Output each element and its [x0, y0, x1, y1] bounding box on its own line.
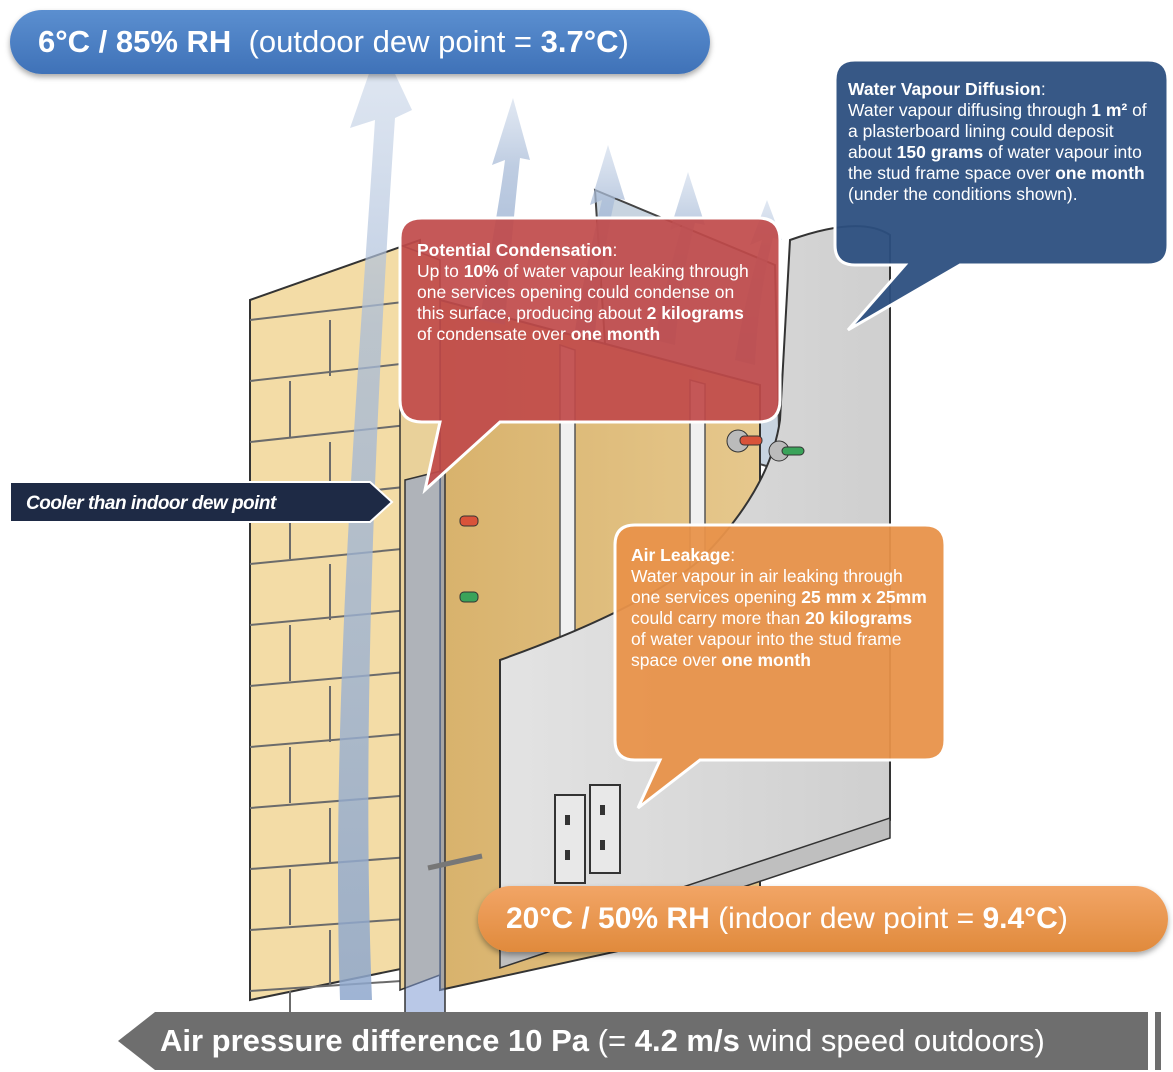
diffusion-text-4: (under the conditions shown).	[848, 184, 1078, 204]
leakage-title: Air Leakage	[631, 545, 731, 565]
diffusion-title: Water Vapour Diffusion	[848, 79, 1041, 99]
condensation-text-2: of water vapour leaking through one serv…	[417, 261, 749, 323]
brick-course-line	[249, 731, 421, 748]
brick-course-line	[249, 422, 421, 443]
leakage-callout	[613, 523, 947, 810]
brick-course-line	[249, 299, 421, 321]
leakage-opening-size: 25 mm x 25mm	[801, 587, 927, 607]
diffusion-mass: 150 grams	[896, 142, 984, 162]
diffusion-colon: :	[1040, 79, 1046, 99]
leakage-text-1: Water vapour in air leaking through one …	[631, 566, 903, 607]
leakage-text-3: of water vapour into the stud frame spac…	[631, 629, 902, 670]
brick-course-line	[249, 855, 421, 870]
diffusion-text-1: Water vapour diffusing through	[848, 100, 1087, 120]
pressure-tail: wind speed outdoors)	[748, 1023, 1045, 1058]
diffusion-callout	[833, 58, 1170, 332]
indoor-condition-value: 20°C / 50% RH	[506, 902, 710, 935]
brick-course-line	[249, 669, 421, 687]
outdoor-condition-value: 6°C / 85% RH	[38, 24, 232, 59]
pressure-wind-speed: 4.2 m/s	[634, 1023, 740, 1058]
outdoor-dewpoint-value: 3.7°C	[540, 24, 619, 59]
diffusion-text-3: of water vapour into the stud frame spac…	[848, 142, 1142, 183]
vapour-arrow-icon	[338, 42, 412, 1000]
diffusion-text-2: of a plasterboard lining could deposit a…	[848, 100, 1147, 162]
pressure-arrow	[118, 1012, 1161, 1070]
vapour-barrier	[404, 469, 446, 1051]
diffusion-period: one month	[1055, 163, 1145, 183]
outdoor-conditions-label: 6°C / 85% RH (outdoor dew point = 3.7°C)	[10, 10, 710, 74]
indoor-dewpoint-prefix: (indoor dew point =	[718, 902, 983, 935]
condensation-callout	[398, 216, 782, 495]
brick-course-line	[249, 608, 421, 626]
outdoor-dewpoint-suffix: )	[618, 24, 629, 59]
diffusion-callout-text: Water Vapour Diffusion:Water vapour diff…	[848, 79, 1153, 205]
pipe-green-icon	[459, 591, 479, 603]
brick-course-line	[249, 917, 421, 931]
leakage-callout-text: Air Leakage:Water vapour in air leaking …	[631, 545, 931, 671]
diffusion-area: 1 m²	[1091, 100, 1128, 120]
condensation-colon: :	[612, 240, 618, 260]
condensation-period: one month	[570, 324, 661, 344]
pressure-paren: (=	[597, 1023, 635, 1058]
brick-course-line	[249, 978, 421, 992]
outdoor-dewpoint-prefix: (outdoor dew point =	[248, 24, 541, 59]
leakage-mass: 20 kilograms	[805, 608, 913, 628]
condensation-mass: 2 kilograms	[646, 303, 744, 323]
indoor-dewpoint-suffix: )	[1057, 902, 1068, 935]
cooler-than-dewpoint-label: Cooler than indoor dew point	[26, 493, 276, 514]
condensation-title: Potential Condensation	[417, 240, 613, 260]
leakage-text-2: could carry more than	[631, 608, 801, 628]
wall-tie	[427, 853, 483, 871]
brick-course-line	[249, 793, 421, 809]
power-outlet-icon	[554, 784, 621, 884]
cooler-label-shape	[9, 481, 394, 523]
condensation-percent: 10%	[463, 261, 499, 281]
leakage-colon: :	[730, 545, 736, 565]
leakage-period: one month	[721, 650, 811, 670]
brick-course-line	[249, 360, 421, 382]
pipe-red-icon	[459, 515, 479, 527]
pipe-green-icon	[768, 440, 805, 462]
pipe-red-icon	[726, 429, 763, 453]
indoor-dewpoint-value: 9.4°C	[982, 902, 1058, 935]
pressure-lead: Air pressure difference 10 Pa	[160, 1023, 590, 1058]
condensation-text-1: Up to	[417, 261, 459, 281]
pressure-difference-label: Air pressure difference 10 Pa (= 4.2 m/s…	[160, 1012, 1150, 1070]
condensation-text-3: of condensate over	[417, 324, 566, 344]
indoor-conditions-label: 20°C / 50% RH (indoor dew point = 9.4°C)	[478, 886, 1168, 952]
brick-course-line	[249, 546, 421, 565]
condensation-callout-text: Potential Condensation: Up to 10% of wate…	[417, 240, 757, 345]
